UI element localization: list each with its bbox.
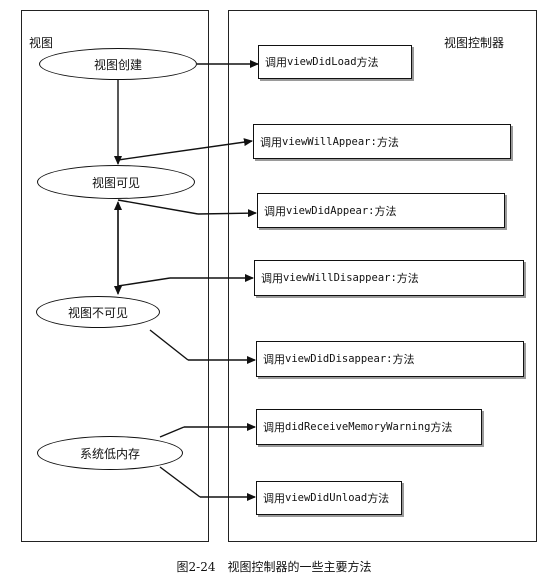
method-suffix: 方法	[367, 492, 390, 505]
method-name: viewDidDisappear:	[285, 353, 393, 365]
state-view-created: 视图创建	[39, 48, 197, 80]
method-name: viewWillAppear:	[282, 135, 377, 148]
method-prefix: 调用	[264, 204, 286, 218]
state-view-invisible: 视图不可见	[36, 296, 160, 328]
method-prefix: 调用	[263, 492, 285, 505]
state-view-visible-label: 视图可见	[91, 175, 140, 190]
method-suffix: 方法	[376, 135, 399, 149]
method-prefix: 调用	[261, 272, 283, 285]
method-prefix: 调用	[263, 421, 285, 434]
state-view-invisible-label: 视图不可见	[67, 305, 128, 320]
method-name: didReceiveMemoryWarning	[285, 421, 431, 433]
method-suffix: 方法	[392, 353, 415, 366]
method-suffix: 方法	[356, 56, 379, 69]
method-suffix: 方法	[396, 272, 419, 285]
method-prefix: 调用	[265, 56, 287, 69]
state-view-visible: 视图可见	[37, 165, 195, 199]
method-name: viewDidLoad	[287, 56, 357, 68]
method-name: viewDidAppear:	[286, 204, 375, 217]
view-panel-title: 视图	[29, 36, 54, 50]
method-prefix: 调用	[263, 353, 285, 366]
method-suffix: 方法	[374, 204, 397, 218]
controller-panel-title: 视图控制器	[444, 36, 505, 50]
method-name: viewDidUnload	[285, 492, 368, 504]
method-name: viewWillDisappear:	[283, 272, 397, 284]
state-low-memory: 系统低内存	[37, 436, 183, 470]
state-view-created-label: 视图创建	[93, 57, 142, 72]
method-suffix: 方法	[430, 421, 453, 434]
state-low-memory-label: 系统低内存	[79, 446, 140, 461]
figure-caption: 图2-24 视图控制器的一些主要方法	[176, 560, 372, 574]
method-prefix: 调用	[260, 135, 282, 149]
